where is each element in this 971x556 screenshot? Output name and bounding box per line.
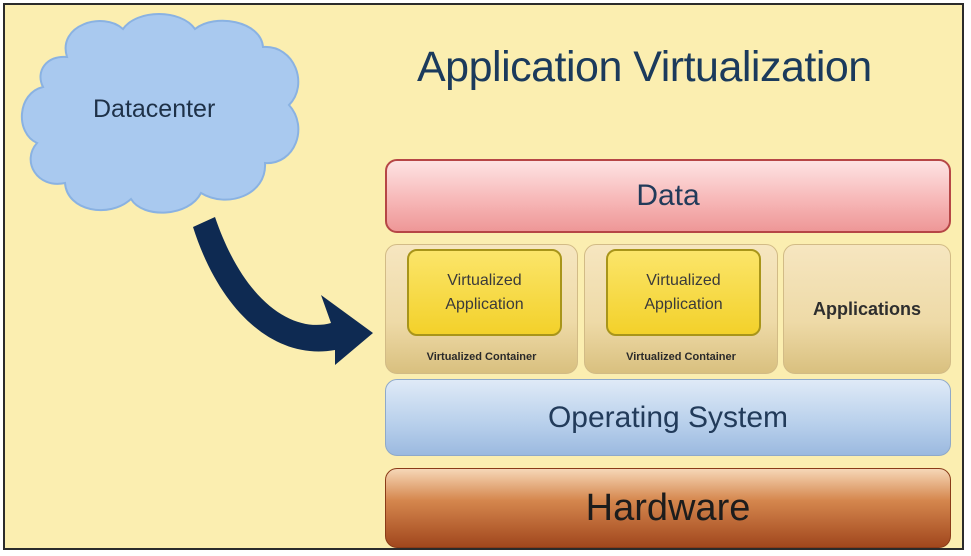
cloud-label: Datacenter [93,95,216,123]
container-label: Virtualized Container [626,351,736,363]
arrow-icon [193,217,373,365]
operating-system-layer: Operating System [385,379,951,456]
hardware-layer: Hardware [385,468,951,548]
container-label: Virtualized Container [426,351,537,363]
app-line1: Virtualized [646,271,721,289]
diagram-art [21,13,373,365]
cloud-icon [21,13,300,214]
virtualized-container: Virtualized Application Virtualized Cont… [385,244,578,374]
applications-box: Applications [783,244,951,374]
data-layer: Data [385,159,951,233]
virtualized-container: Virtualized Application Virtualized Cont… [584,244,778,374]
app-line1: Virtualized [447,271,522,289]
app-line2: Application [644,295,723,313]
virtualized-application: Virtualized Application [606,249,761,336]
applications-label: Applications [812,298,921,319]
app-line2: Application [445,295,524,313]
slide: Application Virtualization Datacenter Da… [3,3,964,550]
page-title: Application Virtualization [417,43,872,91]
virtualized-application: Virtualized Application [407,249,562,336]
